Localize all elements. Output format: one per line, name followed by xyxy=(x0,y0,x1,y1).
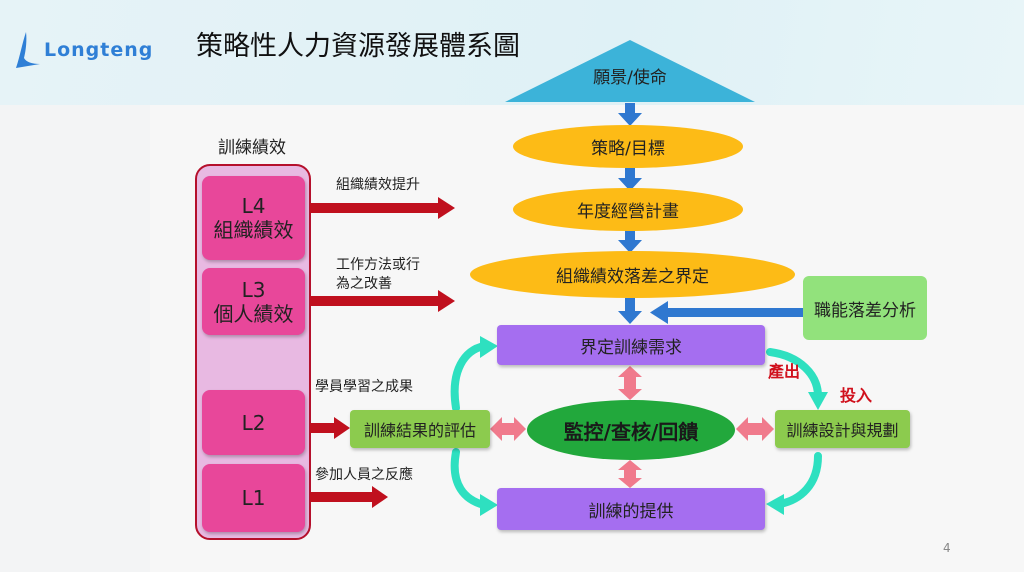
page-number: 4 xyxy=(943,541,951,555)
delivery-box: 訓練的提供 xyxy=(497,488,765,530)
level-l2-box: L2 xyxy=(202,390,305,455)
red-arrow-l4 xyxy=(310,197,455,219)
level-l4-box: L4 組織績效 xyxy=(202,176,305,260)
l2-arrow-label: 學員學習之成果 xyxy=(315,379,413,395)
double-arrow-right xyxy=(736,417,774,441)
evaluation-box: 訓練結果的評估 xyxy=(350,410,490,448)
level-l3-code: L3 xyxy=(241,277,266,302)
down-arrow-4 xyxy=(618,298,642,324)
page-title: 策略性人力資源發展體系圖 xyxy=(196,31,520,62)
competency-gap-box: 職能落差分析 xyxy=(803,276,927,340)
design-box: 訓練設計與規劃 xyxy=(775,410,910,448)
double-arrow-left xyxy=(490,417,526,441)
header-band xyxy=(0,0,1024,105)
l1-arrow-label: 參加人員之反應 xyxy=(315,467,413,483)
logo: Longteng xyxy=(14,30,153,70)
l3-arrow-label-line1: 工作方法或行 xyxy=(336,257,420,273)
input-label: 投入 xyxy=(840,386,873,405)
double-arrow-top xyxy=(618,366,642,400)
training-needs-box: 界定訓練需求 xyxy=(497,325,765,365)
level-l3-name: 個人績效 xyxy=(213,301,294,326)
level-l1-box: L1 xyxy=(202,464,305,532)
vision-label: 願景/使命 xyxy=(593,68,667,88)
down-arrow-1 xyxy=(618,103,642,126)
double-arrow-bottom xyxy=(618,460,642,488)
down-arrow-3 xyxy=(618,230,642,253)
cycle-arrow-bottom-left xyxy=(450,448,488,509)
level-l3-box: L3 個人績效 xyxy=(202,268,305,335)
l3-arrow-label-line2: 為之改善 xyxy=(336,276,392,292)
level-l4-name: 組織績效 xyxy=(213,218,294,242)
monitor-ellipse: 監控/查核/回饋 xyxy=(527,400,735,460)
level-l4-code: L4 xyxy=(241,194,266,218)
l4-arrow-label: 組織績效提升 xyxy=(336,177,420,193)
cycle-arrow-top-right xyxy=(766,348,822,400)
vision-triangle xyxy=(505,40,755,102)
annual-plan-ellipse: 年度經營計畫 xyxy=(513,188,743,231)
red-arrow-l1 xyxy=(310,486,388,508)
cycle-arrow-top-left xyxy=(450,342,488,412)
red-arrow-l3 xyxy=(310,290,455,312)
cycle-arrow-bottom-right xyxy=(776,452,822,508)
output-label: 產出 xyxy=(768,362,801,381)
levels-heading: 訓練績效 xyxy=(218,138,286,158)
red-arrow-l2 xyxy=(310,417,350,439)
down-arrow-2 xyxy=(618,168,642,191)
logo-text: Longteng xyxy=(44,39,154,61)
left-arrow-competency xyxy=(650,301,803,324)
sail-logo-icon xyxy=(16,32,40,68)
strategy-ellipse: 策略/目標 xyxy=(513,125,743,168)
gap-definition-ellipse: 組織績效落差之界定 xyxy=(470,251,795,298)
